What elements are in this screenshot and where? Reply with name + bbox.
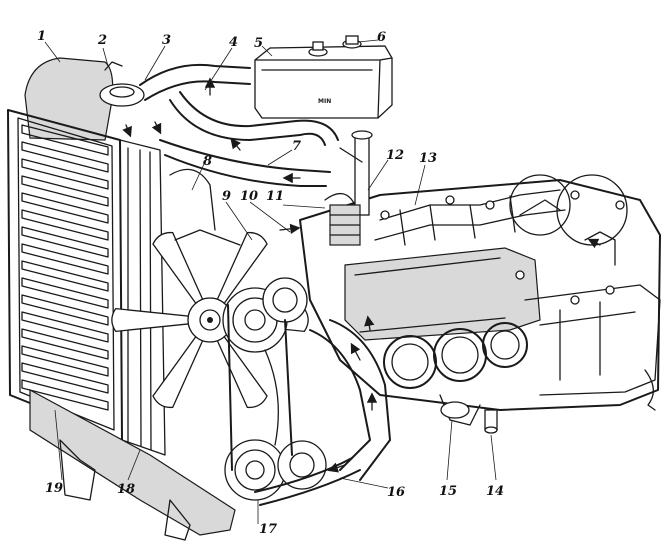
radiator-louvre xyxy=(21,260,109,292)
callout-5: 5 xyxy=(254,36,264,51)
callout-14: 14 xyxy=(486,484,505,499)
radiator-louvre xyxy=(21,328,109,360)
radiator xyxy=(7,57,236,541)
bolt xyxy=(570,190,580,200)
callout-2: 2 xyxy=(98,33,108,48)
callout-8: 8 xyxy=(203,154,213,169)
callout-16: 16 xyxy=(387,485,406,500)
callout-17: 17 xyxy=(259,522,278,537)
belt-drive xyxy=(222,277,327,501)
bolt xyxy=(485,200,495,210)
radiator-louvre xyxy=(21,362,109,394)
tank-min-mark: MIN xyxy=(318,98,331,105)
radiator-louvre xyxy=(21,226,109,258)
bolt xyxy=(515,270,525,280)
callout-3: 3 xyxy=(162,33,172,48)
bolt xyxy=(615,200,625,210)
callout-15: 15 xyxy=(439,484,458,499)
callout-13: 13 xyxy=(419,151,438,166)
bolt xyxy=(380,210,390,220)
fan-blade xyxy=(111,307,190,333)
radiator-louvre xyxy=(21,158,109,190)
radiator-louvre xyxy=(21,243,109,275)
callout-10: 10 xyxy=(240,189,259,204)
radiator-louvre xyxy=(21,294,109,326)
callout-18: 18 xyxy=(117,482,136,497)
expansion-tank: MIN xyxy=(254,35,393,119)
radiator-louvre xyxy=(21,141,109,173)
callout-1: 1 xyxy=(37,29,47,44)
callout-7: 7 xyxy=(292,139,302,154)
callout-19: 19 xyxy=(45,481,64,496)
callout-4: 4 xyxy=(229,35,239,50)
radiator-louvre xyxy=(21,277,109,309)
radiator-louvre xyxy=(21,379,109,411)
callout-11: 11 xyxy=(266,189,285,204)
radiator-louvre xyxy=(21,124,109,156)
radiator-louvre xyxy=(21,345,109,377)
leader-lines xyxy=(44,39,497,524)
fan-blade xyxy=(216,231,268,305)
filler-cap-and-upper-hoses xyxy=(99,61,339,187)
callout-6: 6 xyxy=(377,30,387,45)
callout-9: 9 xyxy=(222,189,232,204)
callout-12: 12 xyxy=(386,148,405,163)
radiator-louvre xyxy=(21,209,109,241)
fan-blade xyxy=(152,231,204,305)
radiator-louvre xyxy=(21,192,109,224)
fan-blade xyxy=(152,335,204,409)
radiator-louvre xyxy=(21,175,109,207)
radiator-louvre xyxy=(21,311,109,343)
bolt xyxy=(445,195,455,205)
bolt xyxy=(605,285,615,295)
engine-block xyxy=(254,130,661,506)
bolt xyxy=(570,295,580,305)
